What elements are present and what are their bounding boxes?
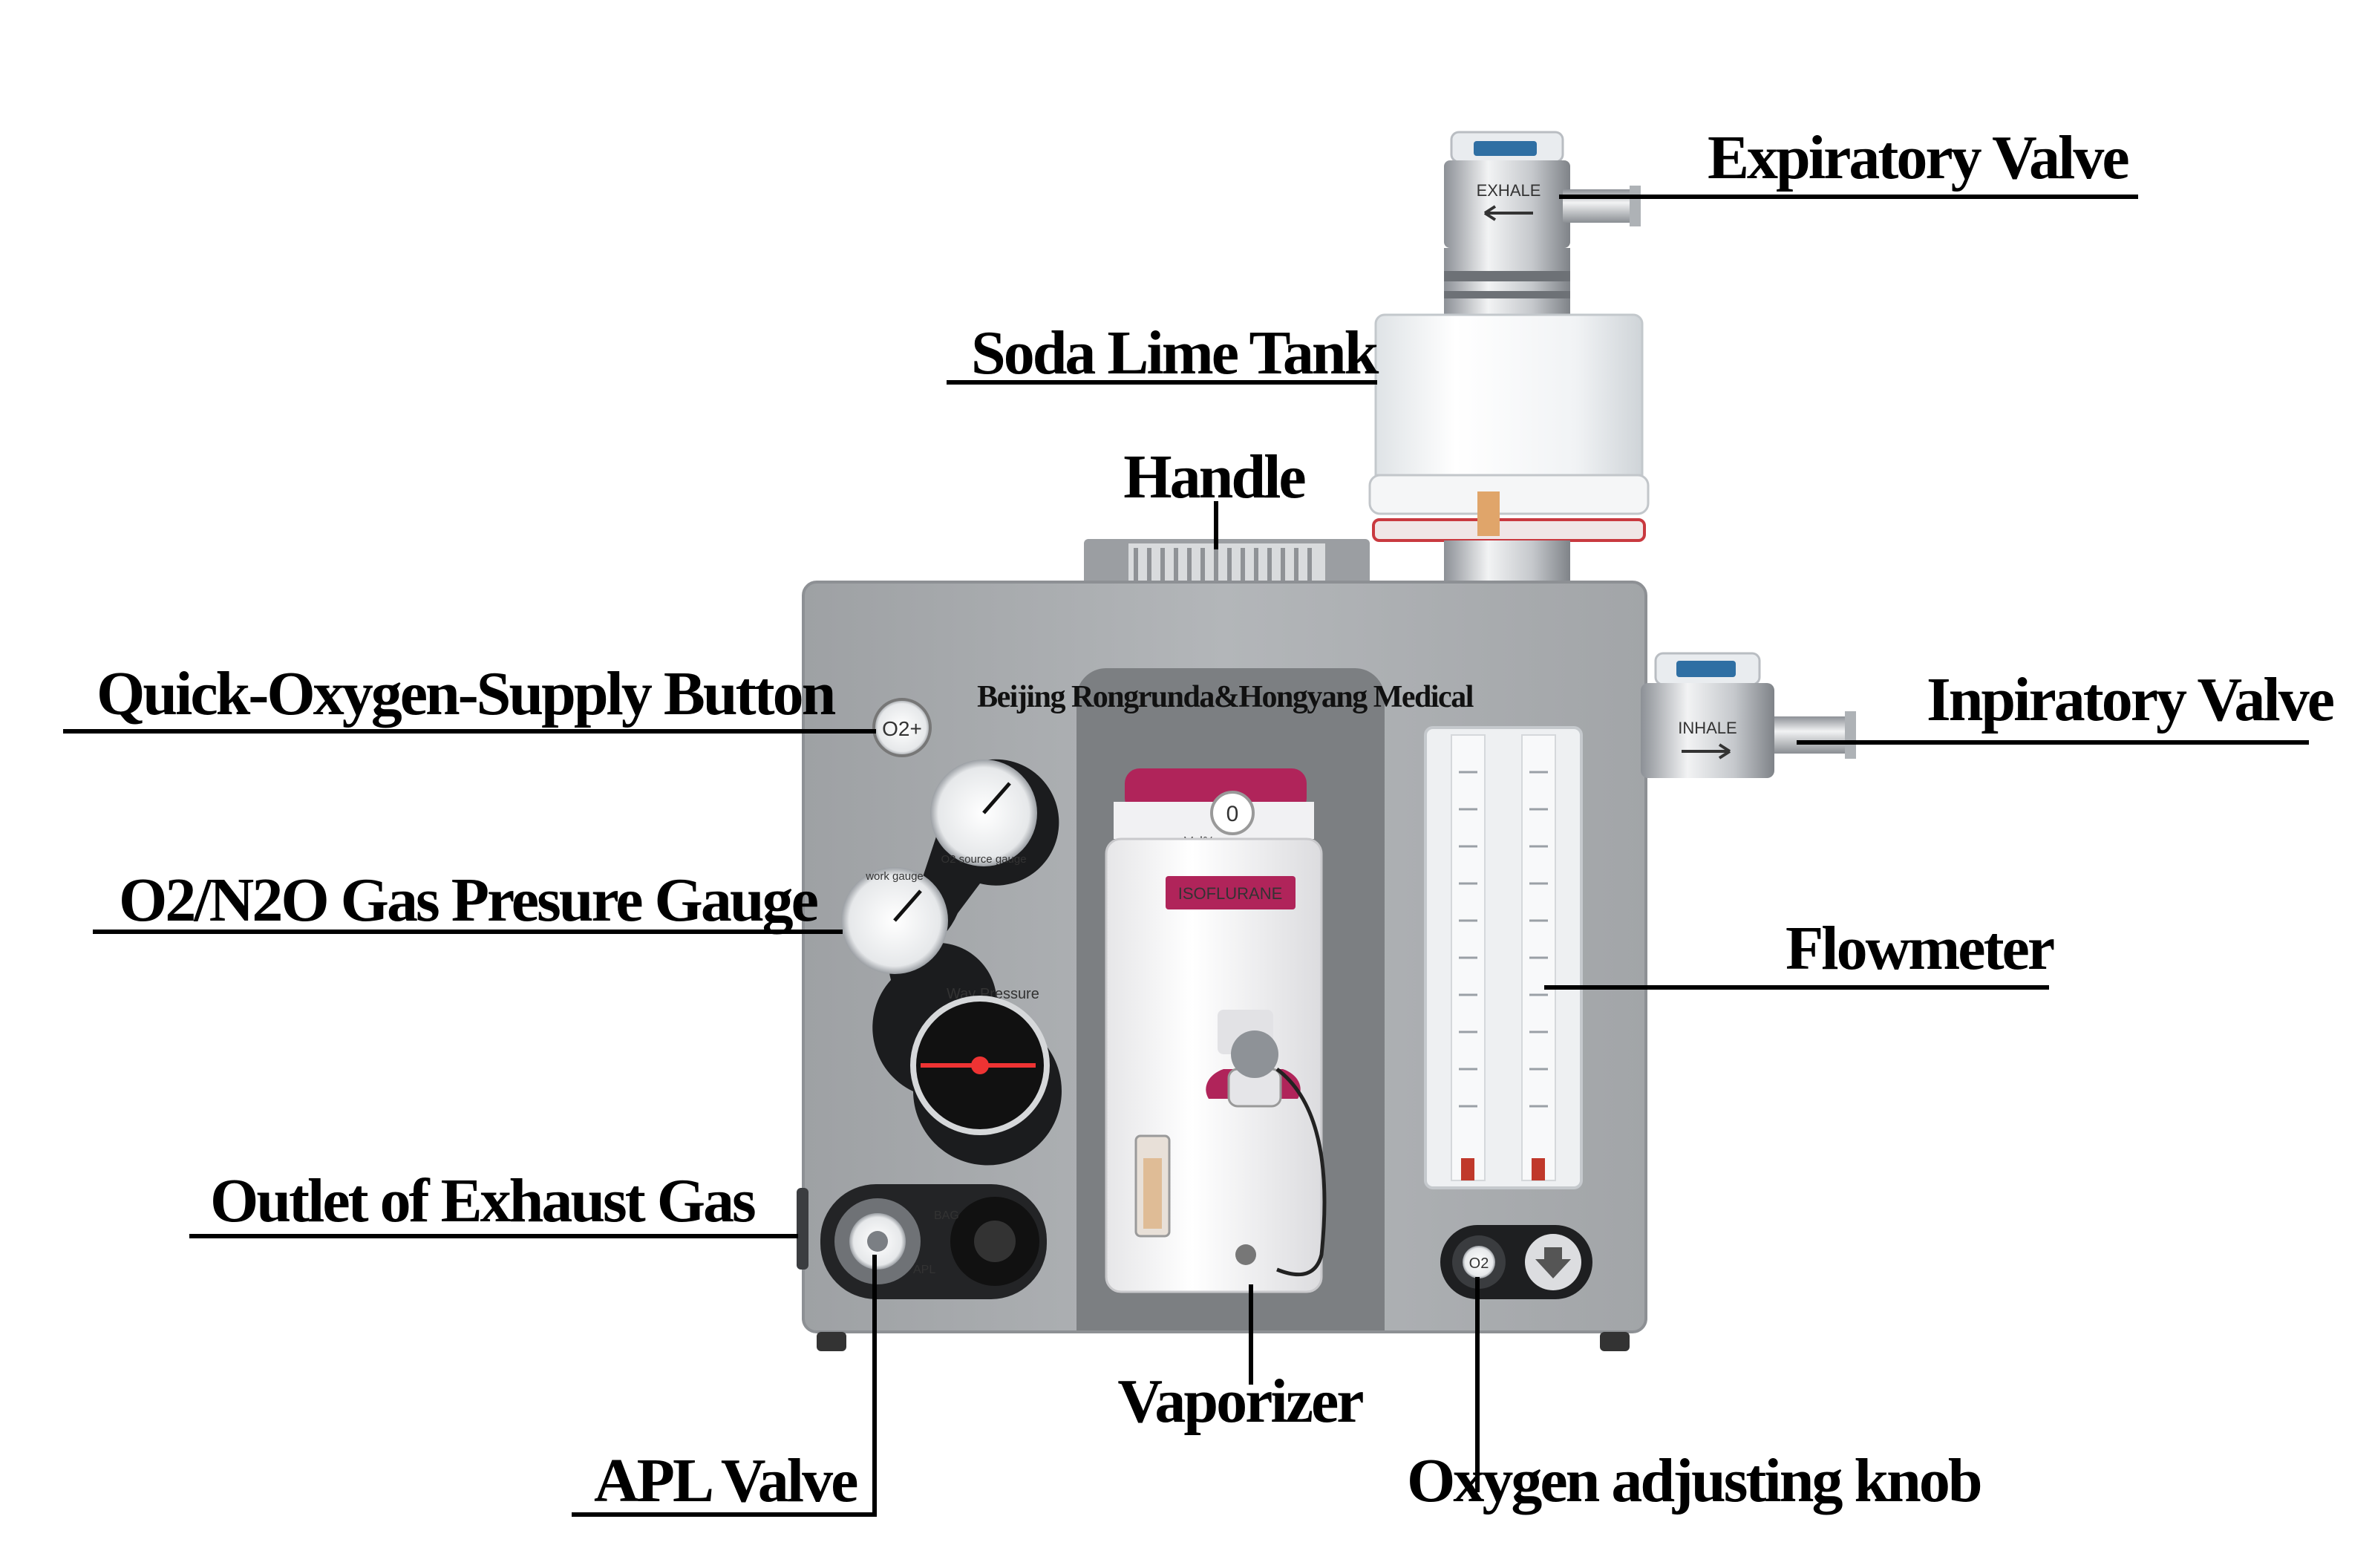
callout-labels: Expiratory Valve Soda Lime Tank Handle Q… <box>97 123 2336 1515</box>
callout-oxygen-knob: Oxygen adjusting knob <box>1407 1446 1981 1515</box>
isoflurane-label: ISOFLURANE <box>1178 884 1283 903</box>
callout-handle: Handle <box>1123 442 1305 512</box>
callout-flowmeter: Flowmeter <box>1785 914 2054 983</box>
apl-valve[interactable]: BAG APL <box>820 1184 1047 1299</box>
o2-knob-label: O2 <box>1469 1255 1489 1272</box>
callout-exhaust-outlet: Outlet of Exhaust Gas <box>210 1166 755 1235</box>
arrow-right-icon <box>1682 743 1731 760</box>
apl-label: APL <box>913 1264 935 1276</box>
inhale-label: INHALE <box>1678 719 1736 737</box>
callout-apl-valve: APL Valve <box>594 1446 857 1515</box>
leader-apl <box>572 1255 877 1517</box>
callout-soda-lime-tank: Soda Lime Tank <box>971 318 1379 388</box>
callout-vaporizer: Vaporizer <box>1117 1367 1363 1436</box>
soda-lime-tank <box>1368 313 1650 584</box>
arrow-down-icon <box>1535 1247 1571 1278</box>
vaporizer: 0 Vol% ISOFLURANE <box>1105 768 1327 1293</box>
exhale-label: EXHALE <box>1477 181 1541 200</box>
leader-lines <box>63 195 2309 1517</box>
vaporizer-dial[interactable] <box>1210 791 1255 835</box>
callout-gauge: O2/N2O Gas Presure Gauge <box>119 866 818 935</box>
o2-button-label: O2+ <box>882 717 922 740</box>
pressure-gauge-cluster: O2 source gauge work gauge Way Pressure <box>841 759 1062 1166</box>
callout-expiratory-valve: Expiratory Valve <box>1708 123 2128 192</box>
callout-quick-oxygen: Quick-Oxygen-Supply Button <box>97 659 836 728</box>
arrow-left-icon <box>1483 205 1533 221</box>
flowmeter <box>1424 726 1583 1189</box>
expiratory-valve: EXHALE <box>1444 131 1641 315</box>
vaporizer-zero: 0 <box>1226 802 1239 826</box>
brand-text: Beijing Rongrunda&Hongyang Medical <box>977 680 1474 714</box>
o2-source-gauge-label: O2 source gauge <box>941 853 1026 866</box>
oxygen-knob[interactable]: O2 <box>1440 1225 1592 1299</box>
callout-inspiratory-valve: Inpiratory Valve <box>1927 665 2334 734</box>
bag-label: BAG <box>934 1209 959 1222</box>
inspiratory-valve: INHALE <box>1641 652 1856 778</box>
quick-oxygen-button[interactable]: O2+ <box>872 698 932 757</box>
work-gauge-label: work gauge <box>865 870 924 883</box>
